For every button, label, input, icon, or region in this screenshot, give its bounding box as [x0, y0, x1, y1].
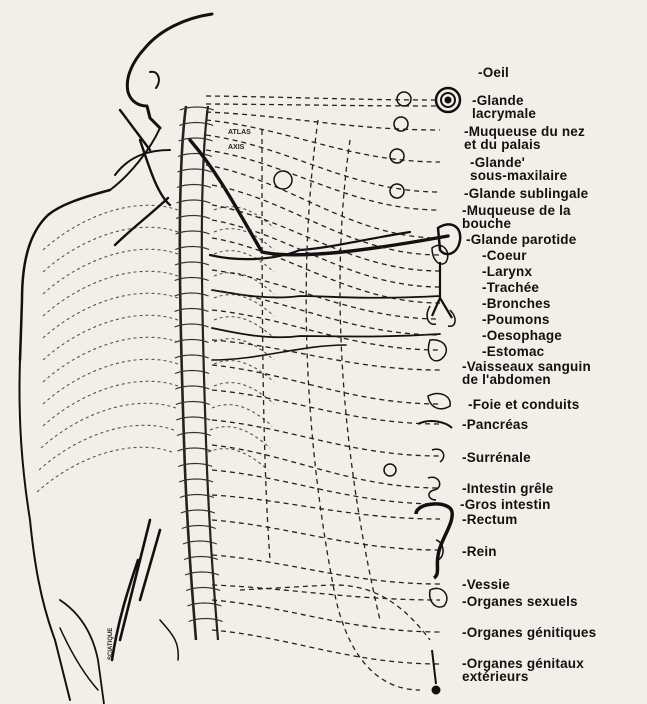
connection-line	[212, 470, 440, 504]
organ-label: -Estomac	[482, 345, 544, 358]
connection-line	[206, 112, 440, 130]
organ-label: -Bronches	[482, 297, 551, 310]
rib	[214, 383, 274, 404]
head-outline	[127, 14, 212, 128]
neck-left	[110, 128, 160, 190]
connection-line	[212, 390, 440, 424]
organ-label: -Glande' sous-maxilaire	[470, 156, 567, 182]
connection-line	[212, 205, 440, 271]
organ-label: -Larynx	[482, 265, 532, 278]
spinal-column	[180, 106, 218, 640]
axis-label: AXIS	[228, 144, 245, 151]
ganglion-icon	[394, 117, 408, 131]
genitals-icon	[432, 686, 440, 694]
organ-label: -Glande parotide	[466, 233, 576, 246]
organ-label: -Organes génitaux extérieurs	[462, 657, 584, 683]
rib	[214, 229, 274, 250]
organ-label: -Muqueuse du nez et du palais	[464, 125, 585, 151]
large-intestine-icon	[416, 504, 452, 578]
connection-line	[206, 150, 440, 210]
bladder-icon	[430, 588, 447, 607]
organ-label: -Trachée	[482, 281, 539, 294]
shoulder-left	[20, 190, 110, 360]
connection-line	[212, 420, 440, 456]
organ-label: -Vaisseaux sanguin de l'abdomen	[462, 360, 591, 386]
sciatic-nerve	[112, 520, 160, 660]
dashed-connections	[206, 96, 440, 690]
organ-label: -Organes sexuels	[462, 595, 578, 608]
organ-label: -Intestin grêle	[462, 482, 554, 495]
connection-line	[212, 340, 440, 370]
organ-label: -Coeur	[482, 249, 527, 262]
connection-line	[212, 365, 440, 404]
organ-label: -Pancréas	[462, 418, 528, 431]
ganglion-icon	[384, 464, 396, 476]
organ-label: -Poumons	[482, 313, 550, 326]
organ-label: -Rein	[462, 545, 497, 558]
trachea-icon	[432, 262, 452, 318]
connection-line	[206, 120, 440, 162]
organ-label: -Gros intestin	[460, 498, 551, 511]
body-outline	[19, 14, 212, 704]
rib	[212, 405, 272, 426]
ribs	[37, 205, 274, 492]
rib	[214, 207, 274, 228]
vagus-nerve	[190, 140, 448, 255]
ganglion-icon	[397, 92, 411, 106]
ganglion-icon	[390, 184, 404, 198]
liver-icon	[428, 394, 450, 409]
splanchnic-nerve	[212, 345, 346, 360]
organ-label: -Oesophage	[482, 329, 562, 342]
rib	[214, 339, 274, 360]
connection-line	[212, 600, 440, 632]
organ-label: -Foie et conduits	[468, 398, 579, 411]
sciatique-label: SCIATIQUE	[108, 628, 114, 660]
rib	[208, 449, 268, 470]
connection-line	[212, 495, 440, 519]
connection-line	[212, 445, 440, 488]
organ-label: -Muqueuse de la bouche	[462, 204, 571, 230]
organ-label: -Rectum	[462, 513, 517, 526]
connection-trunk	[340, 140, 380, 620]
nerves	[112, 110, 448, 660]
organ-label: -Vessie	[462, 578, 510, 591]
connection-line	[212, 555, 440, 584]
rib	[214, 361, 274, 382]
connection-trunk	[262, 130, 270, 560]
thoracic-nerve-b	[212, 290, 440, 298]
organ-label: -Oeil	[478, 66, 509, 79]
parotid-gland-icon	[438, 224, 460, 254]
connection-line	[212, 630, 440, 664]
atlas-label: ATLAS	[228, 129, 251, 136]
rib	[37, 447, 172, 492]
vertebra	[177, 169, 211, 172]
connection-line	[240, 585, 430, 640]
rib	[210, 427, 270, 448]
connection-trunk	[306, 120, 420, 690]
ganglion-icon	[274, 171, 292, 189]
genitals-icon	[432, 650, 436, 684]
buttock-line	[160, 620, 178, 660]
organ-icons	[274, 88, 460, 694]
connection-line	[212, 310, 440, 350]
connection-line	[206, 96, 440, 100]
rib	[214, 273, 274, 294]
vertebra	[177, 185, 211, 188]
connection-line	[212, 585, 440, 600]
organ-label: -Surrénale	[462, 451, 531, 464]
small-intestine-icon	[428, 477, 440, 500]
organ-label: -Organes génitiques	[462, 626, 596, 639]
ear	[150, 72, 159, 88]
organ-label: -Glande lacrymale	[472, 94, 536, 120]
organ-label: -Glande sublingale	[464, 187, 588, 200]
cervical-branch	[115, 150, 170, 175]
ganglion-icon	[390, 149, 404, 163]
